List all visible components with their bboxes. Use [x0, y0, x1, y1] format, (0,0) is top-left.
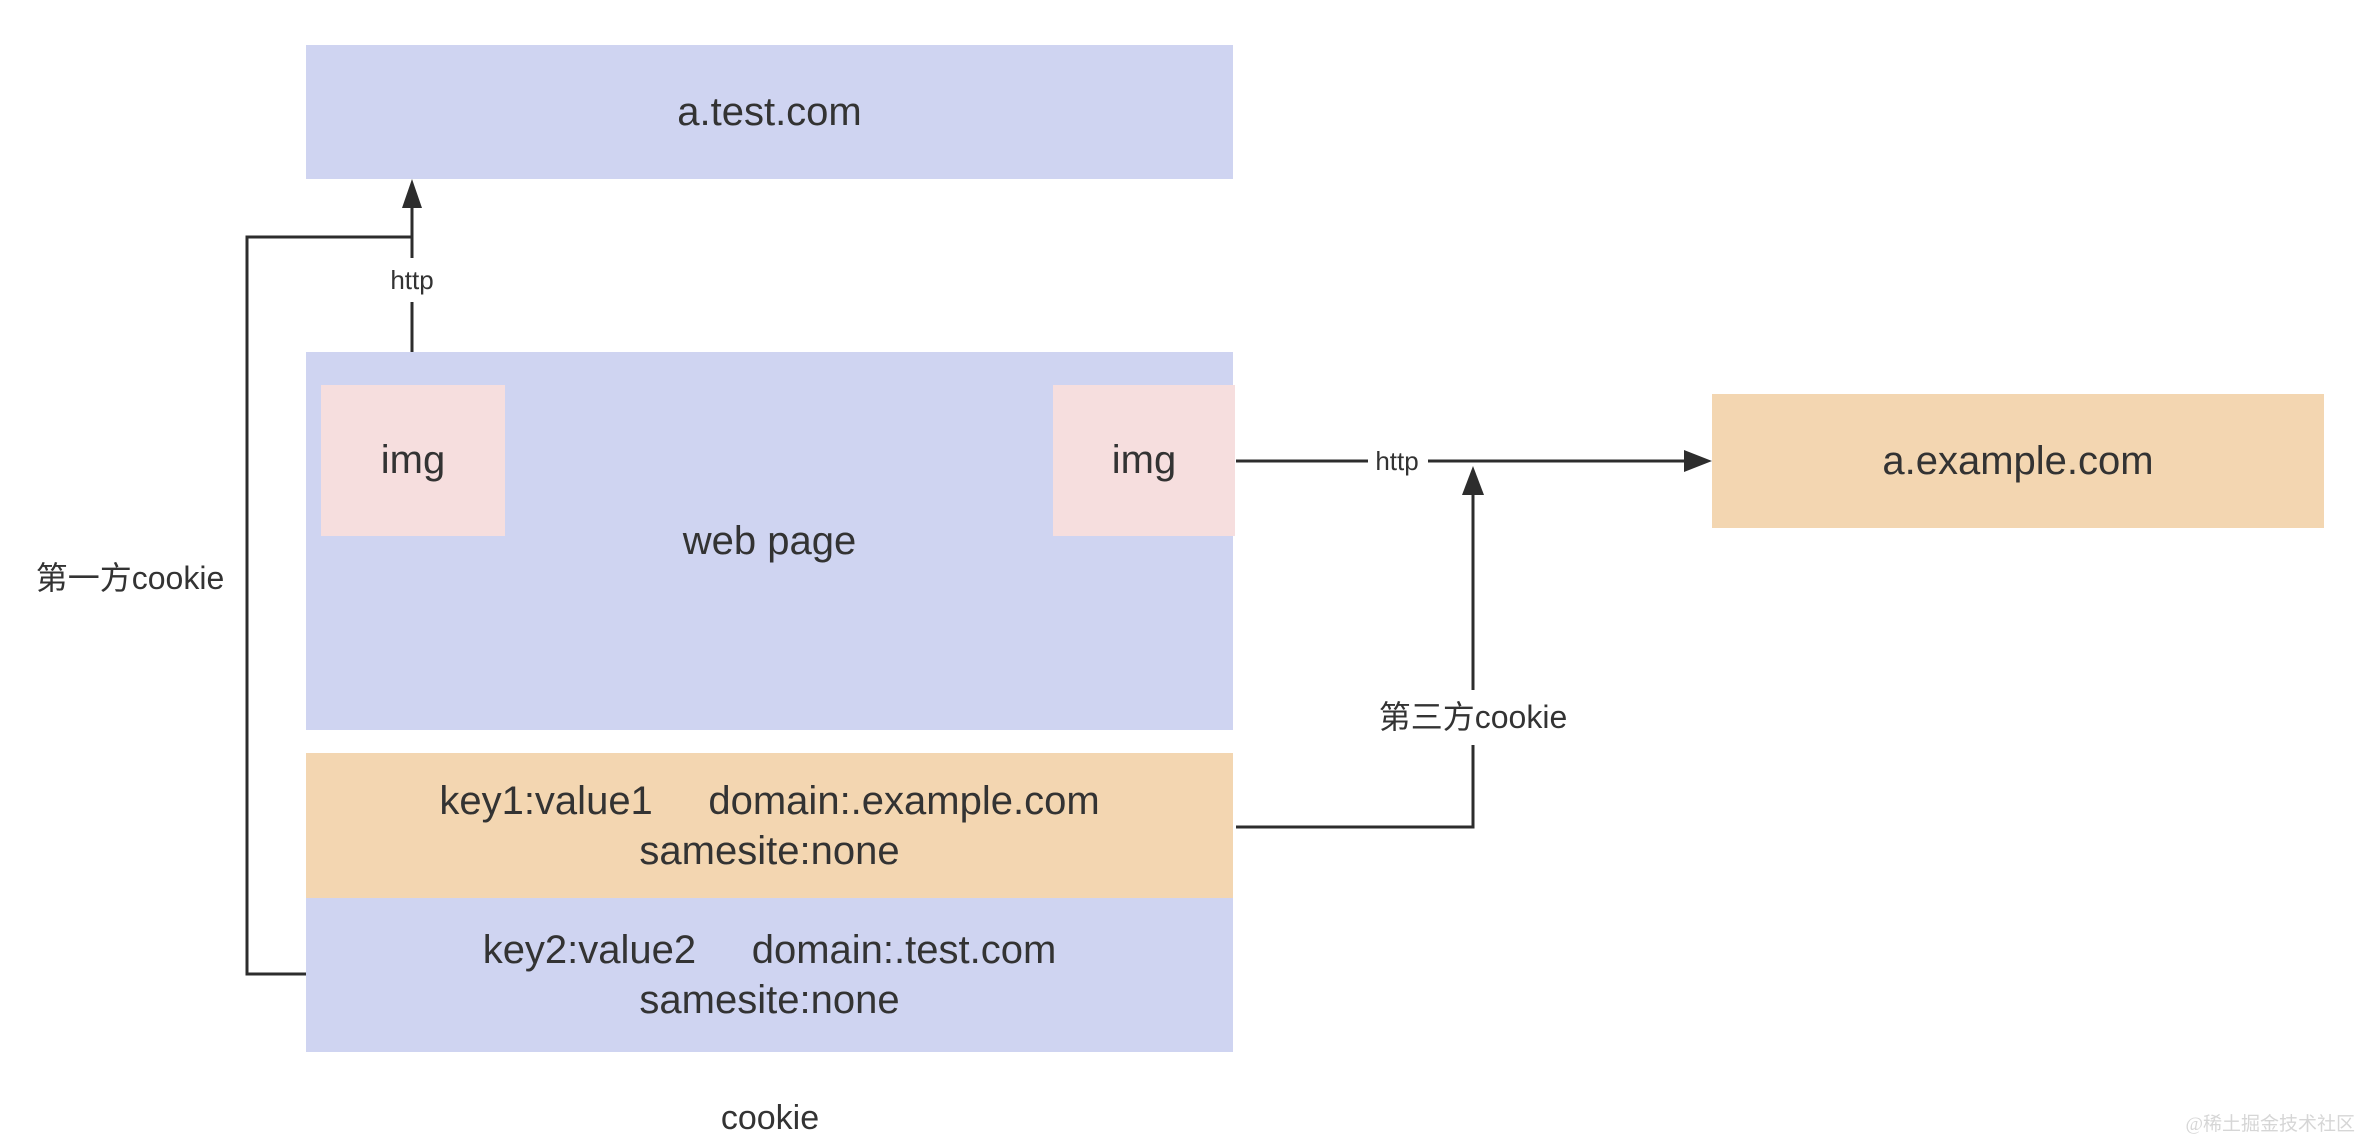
node-a-example-com-label: a.example.com [1882, 438, 2154, 483]
node-img-right: img [1053, 385, 1235, 536]
arrowhead-up-third-party [1462, 466, 1484, 495]
cookie-test-line1: key2:value2 domain:.test.com [482, 928, 1057, 972]
node-img-left: img [321, 385, 505, 536]
edge-label-http-right: http [1375, 446, 1419, 476]
watermark: @稀土掘金技术社区 [2185, 1114, 2356, 1135]
edge-label-third-party-cookie: 第三方cookie [1378, 699, 1568, 735]
node-cookie-test: key2:value2 domain:.test.com samesite:no… [306, 898, 1233, 1052]
arrowhead-right-into-a-example [1684, 450, 1712, 472]
cookie-example-line2: samesite:none [639, 828, 900, 873]
node-a-test-com-label: a.test.com [677, 89, 862, 134]
edge-label-http-top: http [390, 265, 434, 295]
node-a-example-com: a.example.com [1712, 394, 2324, 528]
node-cookie-example: key1:value1 domain:.example.com samesite… [306, 753, 1233, 898]
node-img-right-label: img [1111, 438, 1177, 482]
cookie-caption: cookie [720, 1099, 820, 1137]
cookie-test-line2: samesite:none [639, 978, 900, 1022]
node-web-page-label: web page [682, 518, 857, 563]
edge-label-first-party-cookie: 第一方cookie [35, 560, 225, 596]
first-party-elbow-line [245, 235, 412, 976]
arrowhead-up-into-a-test [402, 179, 422, 208]
third-party-elbow-line [1236, 492, 1475, 829]
node-a-test-com: a.test.com [306, 45, 1233, 179]
node-img-left-label: img [380, 438, 446, 482]
cookie-example-line1: key1:value1 domain:.example.com [439, 778, 1100, 823]
